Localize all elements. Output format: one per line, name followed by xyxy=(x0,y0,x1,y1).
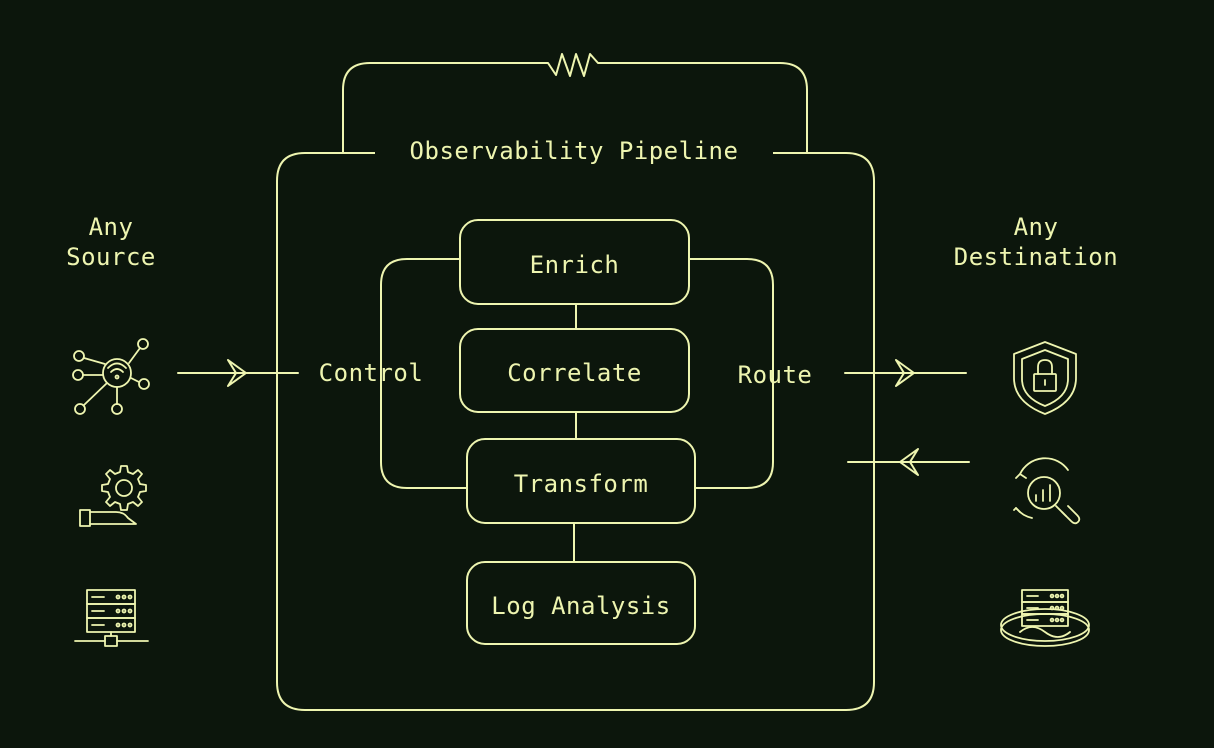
input-arrow xyxy=(177,359,299,387)
stage-log-analysis-label: Log Analysis xyxy=(491,592,671,620)
analytics-search-icon xyxy=(1013,457,1081,525)
return-arrow xyxy=(847,448,970,476)
title-mask xyxy=(375,127,773,177)
pipeline-container xyxy=(276,152,875,711)
stage-box-transform xyxy=(466,438,696,524)
security-shield-lock-icon xyxy=(1013,341,1077,415)
server-network-icon xyxy=(74,589,149,647)
source-label-line1: Any xyxy=(88,213,134,241)
stage-box-log-analysis xyxy=(466,561,696,645)
pipeline-title: Observability Pipeline xyxy=(409,137,739,165)
destination-label-line1: Any xyxy=(1013,213,1059,241)
network-hub-icon xyxy=(72,338,150,415)
route-loop xyxy=(688,258,774,489)
control-label: Control xyxy=(318,359,424,387)
stage-correlate-label: Correlate xyxy=(507,359,642,387)
route-label: Route xyxy=(737,361,813,389)
pipeline-top-loop xyxy=(342,53,808,154)
stage-box-correlate xyxy=(459,328,690,413)
output-arrow xyxy=(844,359,967,387)
gear-hand-icon xyxy=(79,465,147,527)
stage-transform-label: Transform xyxy=(513,470,649,498)
stage-box-enrich xyxy=(459,219,690,305)
destination-label-line2: Destination xyxy=(953,243,1119,271)
source-label-line2: Source xyxy=(66,243,156,271)
stage-enrich-label: Enrich xyxy=(529,251,620,279)
control-loop xyxy=(380,258,468,489)
server-storage-icon xyxy=(1000,589,1090,647)
